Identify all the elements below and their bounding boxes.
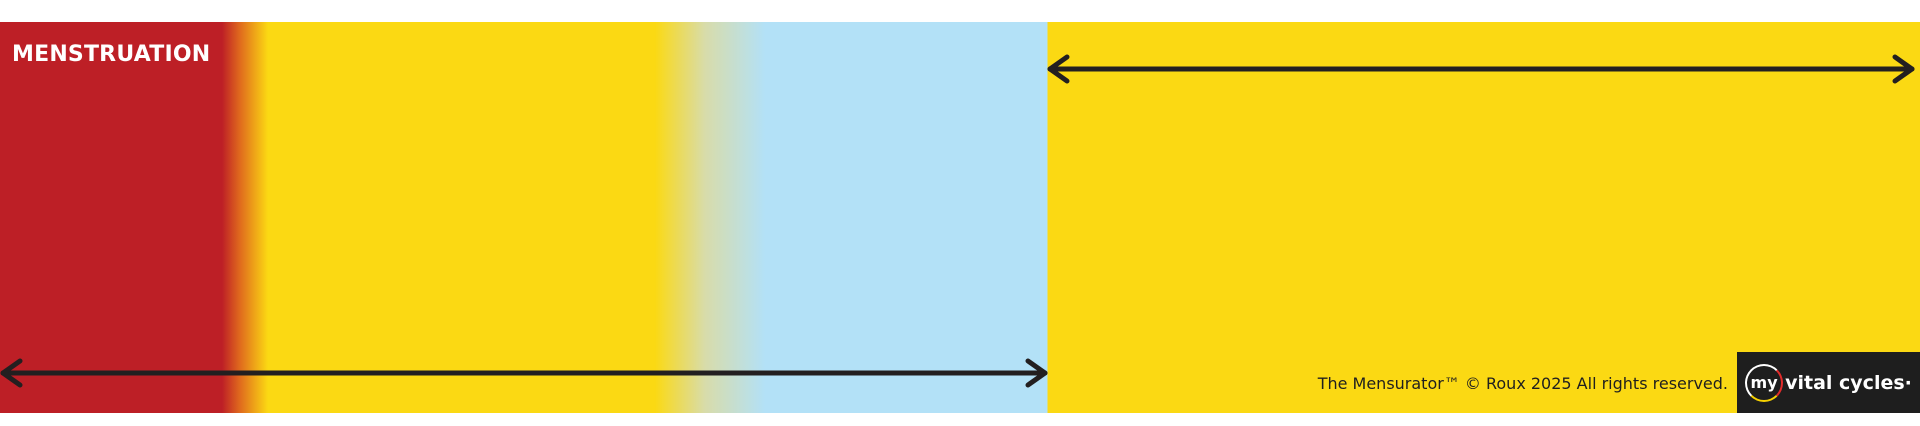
phase-title: MENSTRUATION — [12, 42, 211, 67]
logo-ring-text: my — [1750, 373, 1778, 392]
cycle-color-band — [0, 22, 1920, 413]
logo-ring-icon: my — [1745, 363, 1784, 402]
brand-logo: my vital cycles· — [1737, 352, 1920, 413]
logo-text: vital cycles· — [1785, 371, 1912, 394]
copyright-text: The Mensurator™ © Roux 2025 All rights r… — [1317, 374, 1728, 393]
